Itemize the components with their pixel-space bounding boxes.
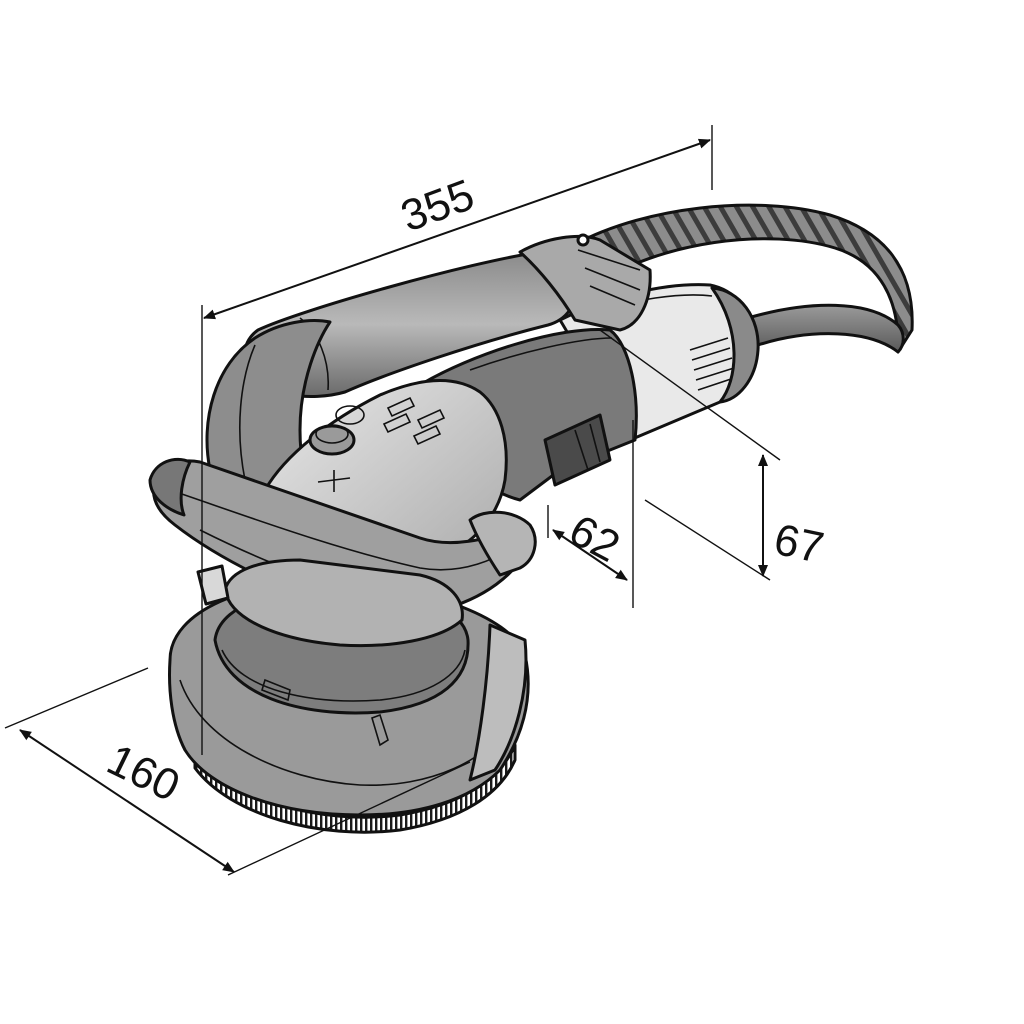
vent-slots [689,337,735,391]
dimension-label-height: 67 [770,515,828,573]
switch-slider [543,413,612,487]
dimension-67: 67 [599,329,828,581]
spindle-lock-button [308,424,356,456]
dimension-label-grip: 62 [561,506,627,572]
dimension-label-length: 355 [395,170,481,241]
dust-shroud [168,558,530,834]
front-bumper-handle [148,457,537,614]
power-cable [746,303,905,354]
dimension-label-diameter: 160 [100,735,187,811]
head-vents [382,396,446,446]
